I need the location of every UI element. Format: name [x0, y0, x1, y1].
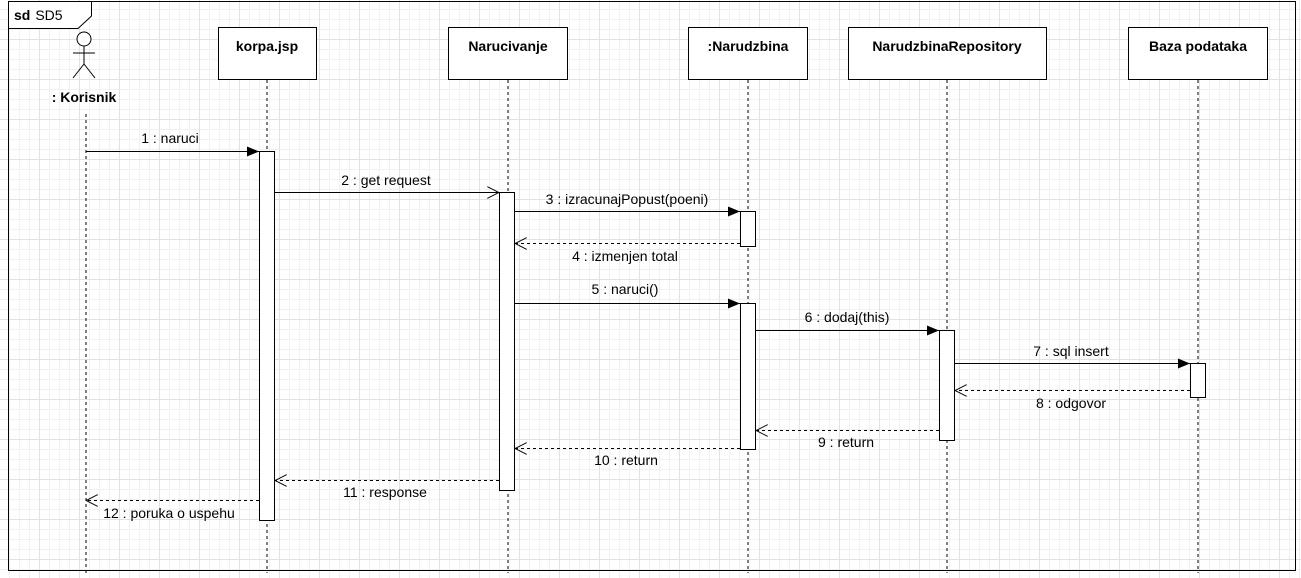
activation-korpa [259, 151, 275, 521]
activation-narudzbina-1 [740, 211, 756, 247]
participant-label: Narucivanje [468, 38, 548, 54]
message-label-4: 4 : izmenjen total [572, 248, 678, 264]
actor-korisnik [72, 31, 96, 79]
message-label-9: 9 : return [818, 434, 874, 450]
participant-label: korpa.jsp [236, 38, 298, 54]
participant-label: :Narudzbina [708, 38, 789, 54]
participant-baza: Baza podataka [1128, 27, 1268, 80]
actor-label: : Korisnik [52, 89, 117, 105]
activation-baza [1190, 363, 1206, 398]
message-label-11: 11 : response [343, 484, 427, 500]
frame-title: sd SD5 [14, 7, 63, 23]
activation-repo [939, 330, 955, 441]
frame-keyword: sd [14, 7, 30, 23]
message-label-12: 12 : poruka o uspehu [103, 505, 235, 521]
activations [259, 151, 1206, 521]
activation-narudzbina-2 [740, 303, 756, 450]
actor-stick-figure-icon [76, 31, 92, 47]
message-label-2: 2 : get request [341, 172, 431, 188]
frame-tab [8, 1, 92, 29]
message-label-10: 10 : return [594, 452, 658, 468]
participant-repo: NarudzbinaRepository [848, 27, 1047, 80]
activation-narucivanje [499, 192, 515, 491]
message-labels: 1 : naruci 2 : get request 3 : izracunaj… [103, 130, 1109, 521]
message-label-3: 3 : izracunajPopust(poeni) [546, 191, 709, 207]
participant-label: Baza podataka [1149, 38, 1247, 54]
frame-name: SD5 [35, 7, 62, 23]
participant-narudzbina: :Narudzbina [688, 27, 808, 80]
participant-korpa: korpa.jsp [218, 27, 317, 80]
lifelines [85, 80, 1199, 573]
sd-frame [8, 1, 1296, 571]
message-label-8: 8 : odgovor [1036, 395, 1106, 411]
participant-label: NarudzbinaRepository [872, 38, 1022, 54]
participant-narucivanje: Narucivanje [448, 27, 568, 80]
message-label-1: 1 : naruci [141, 130, 199, 146]
message-lines [86, 146, 1190, 501]
message-label-5: 5 : naruci() [592, 281, 659, 297]
message-label-7: 7 : sql insert [1033, 343, 1109, 359]
message-label-6: 6 : dodaj(this) [805, 309, 890, 325]
